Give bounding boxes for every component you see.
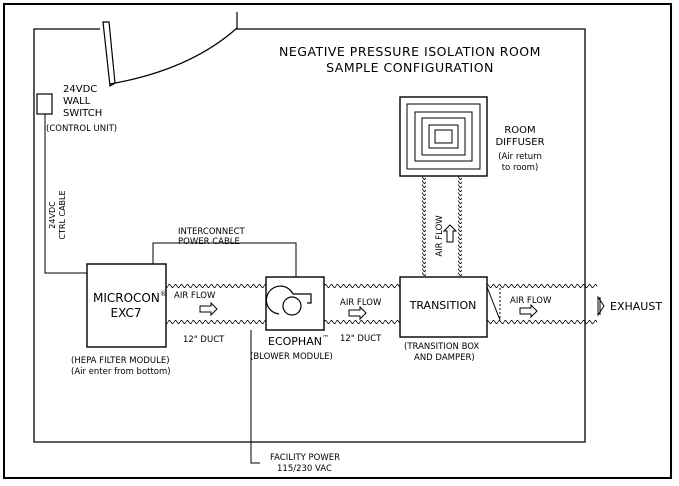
transition-caption-line1: (TRANSITION BOX	[404, 342, 479, 352]
microcon-model: EXC7	[111, 306, 142, 320]
exhaust-label: EXHAUST	[610, 300, 662, 313]
microcon-module	[86, 263, 167, 348]
airflow-label-2: AIR FLOW	[340, 298, 382, 308]
diagram-title-line1: NEGATIVE PRESSURE ISOLATION ROOM	[279, 44, 541, 59]
transition-caption-line2: AND DAMPER)	[414, 353, 475, 363]
airflow-label-1: AIR FLOW	[174, 291, 216, 301]
blower-fan-icon	[265, 285, 312, 316]
ecophan-caption: (BLOWER MODULE)	[250, 352, 333, 362]
microcon-name: MICROCON®	[93, 290, 167, 305]
interconnect-label-line1: INTERCONNECT	[178, 227, 246, 237]
flex-duct-2	[324, 284, 400, 324]
airflow-label-3: AIR FLOW	[510, 296, 552, 306]
facility-power-line	[250, 330, 260, 464]
ecophan-module	[265, 276, 325, 331]
room-door	[102, 12, 238, 87]
room-diffuser	[399, 96, 488, 177]
ecophan-name: ECOPHAN™	[268, 334, 329, 348]
airflow-arrow-3	[519, 303, 538, 319]
flex-duct-1	[166, 284, 266, 324]
duct-label-2: 12" DUCT	[340, 334, 382, 344]
outer-frame	[3, 3, 672, 479]
airflow-arrow-vertical	[442, 224, 458, 243]
diffuser-label-line1: ROOM	[504, 125, 535, 136]
duct-label-1: 12" DUCT	[183, 335, 225, 345]
flex-duct-vertical	[422, 176, 462, 277]
interconnect-label-line2: POWER CABLE	[178, 237, 240, 247]
damper-icon	[486, 286, 501, 321]
wall-switch-box	[36, 93, 53, 115]
microcon-caption-line1: (HEPA FILTER MODULE)	[71, 356, 170, 366]
switch-label-line3: SWITCH	[63, 108, 102, 119]
airflow-label-vertical-group: AIR FLOW	[435, 215, 445, 257]
switch-label-line2: WALL	[63, 96, 91, 107]
facility-power-line1: FACILITY POWER	[270, 453, 340, 463]
exhaust-arrow-icon	[597, 295, 605, 317]
room-walls	[33, 28, 586, 443]
diffuser-label-line4: to room)	[502, 163, 539, 173]
control-cable-line	[44, 114, 87, 274]
airflow-arrow-1	[199, 301, 218, 317]
airflow-label-vertical: AIR FLOW	[435, 215, 445, 257]
transition-box	[399, 276, 488, 338]
ctrl-cable-label-line2: CTRL CABLE	[58, 190, 67, 239]
interconnect-cable-line	[152, 242, 297, 277]
diffuser-label-line2: DIFFUSER	[495, 137, 544, 148]
control-cable-label: 24VDC CTRL CABLE	[48, 190, 67, 239]
facility-power-line2: 115/230 VAC	[277, 464, 332, 474]
microcon-caption-line2: (Air enter from bottom)	[71, 367, 171, 377]
diffuser-label-line3: (Air return	[498, 152, 542, 162]
flex-duct-exhaust	[487, 284, 597, 324]
transition-name: TRANSITION	[409, 299, 477, 312]
airflow-arrow-2	[348, 305, 367, 321]
diagram-title-line2: SAMPLE CONFIGURATION	[326, 60, 494, 75]
ctrl-cable-label-line1: 24VDC	[48, 201, 57, 229]
switch-caption: (CONTROL UNIT)	[46, 124, 117, 134]
switch-label-line1: 24VDC	[63, 84, 97, 95]
